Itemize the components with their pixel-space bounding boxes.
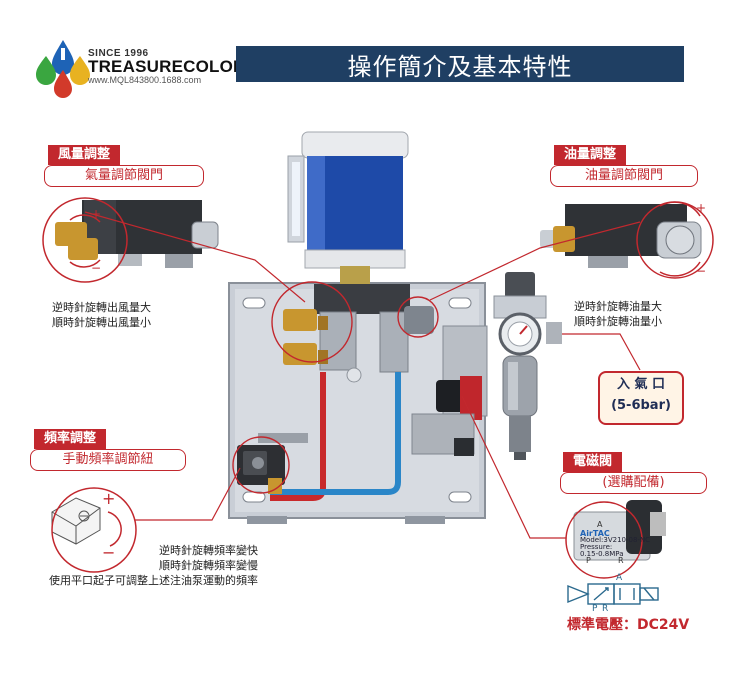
- oil-cw-arrow-icon: [659, 261, 701, 277]
- valve-symbol-icon: [567, 583, 659, 605]
- logo-site: www.MQL843800.1688.com: [88, 75, 202, 85]
- air-adjust-desc: 逆時針旋轉出風量大 順時針旋轉出風量小: [52, 300, 151, 330]
- plate-port-r: R: [618, 556, 624, 565]
- frequency-pointer-circle: [232, 436, 290, 494]
- oil-valve-detail: [540, 204, 702, 268]
- oil-adjust-desc: 逆時針旋轉油量大 順時針旋轉油量小: [574, 299, 662, 329]
- oil-valve-pointer-circle: [397, 296, 439, 338]
- air-valve-detail: [55, 200, 219, 268]
- frequency-highlight-circle: [51, 487, 137, 573]
- solenoid-valve-detail: [573, 500, 666, 561]
- logo-since: SINCE 1996: [88, 48, 149, 59]
- air-adjust-sub: 氣量調節閥門: [44, 165, 204, 187]
- solenoid-label-plate: AirTAC Model:3V210-08-NC Pressure: 0.15-…: [580, 530, 650, 558]
- solenoid-brand: AirTAC: [580, 529, 610, 538]
- air-minus-icon: −: [91, 261, 101, 275]
- frequency-adjust-tag: 頻率調整: [34, 429, 107, 449]
- freq-desc-line-1: 逆時針旋轉頻率變快: [159, 544, 258, 557]
- plate-port-a: A: [597, 520, 603, 529]
- oil-tank: [287, 131, 409, 286]
- air-cw-arrow-icon: [69, 259, 101, 268]
- blue-tube: [270, 372, 401, 495]
- symbol-port-p: P: [592, 604, 598, 614]
- oil-adjust-sub: 油量調節閥門: [550, 165, 698, 187]
- oil-ccw-arrow-icon: [659, 201, 701, 217]
- logo-icon: [36, 40, 90, 98]
- standard-voltage: 標準電壓：DC24V: [567, 617, 690, 633]
- freq-desc-line-2: 順時針旋轉頻率變慢: [159, 559, 258, 572]
- frequency-unit: [237, 433, 308, 494]
- air-valve-highlight-circle: [42, 197, 128, 283]
- air-inlet-box: 入 氣 口 (5-6bar): [598, 371, 684, 425]
- logo: SINCE 1996 TREASURECOLOR www.MQL843800.1…: [88, 48, 246, 85]
- frequency-adjust-sub: 手動頻率調節紐: [30, 449, 186, 471]
- plate-port-p: P: [586, 556, 591, 565]
- pump-manifold: [283, 284, 434, 383]
- freq-desc-line-3: 使用平口起子可調整上述注油泵運動的頻率: [49, 574, 258, 587]
- callout-lines: [84, 211, 641, 539]
- frequency-plus-icon: +: [102, 489, 115, 508]
- air-valve-pointer-circle: [271, 281, 353, 363]
- solenoid-tag: 電磁閥: [563, 452, 623, 472]
- frequency-adjust-desc: 逆時針旋轉頻率變快 順時針旋轉頻率變慢 使用平口起子可調整上述注油泵運動的頻率: [8, 543, 258, 588]
- solenoid-sub: (選購配備): [560, 472, 707, 494]
- oil-adjust-tag: 油量調整: [554, 145, 627, 165]
- solenoid-highlight-circle: [565, 501, 643, 579]
- solenoid-pressure-label: Pressure:: [580, 543, 613, 551]
- air-ccw-arrow-icon: [69, 214, 101, 223]
- air-adjust-tag: 風量調整: [48, 145, 121, 165]
- air-desc-line-2: 順時針旋轉出風量小: [52, 316, 151, 329]
- red-tube: [270, 372, 326, 501]
- page-title: 操作簡介及基本特性: [236, 46, 684, 82]
- frequency-rotate-arrow-icon: [107, 511, 122, 547]
- inlet-pressure: (5-6bar): [611, 398, 671, 413]
- logo-brand: TREASURECOLOR: [88, 57, 246, 76]
- frequency-knob-detail: [51, 497, 101, 545]
- oil-minus-icon: −: [696, 264, 706, 278]
- frequency-minus-icon: −: [102, 543, 115, 562]
- air-plus-icon: +: [91, 207, 101, 221]
- oil-plus-icon: +: [696, 201, 706, 215]
- solenoid-unit: [411, 325, 488, 456]
- inlet-label: 入 氣 口: [616, 377, 666, 392]
- filter-regulator: [493, 272, 562, 460]
- symbol-port-r: R: [602, 604, 609, 614]
- air-desc-line-1: 逆時針旋轉出風量大: [52, 301, 151, 314]
- symbol-port-a: A: [616, 573, 623, 583]
- solenoid-model: Model:3V210-08-NC: [580, 536, 651, 544]
- oil-desc-line-1: 逆時針旋轉油量大: [574, 300, 662, 313]
- solenoid-pressure-value: 0.15-0.8MPa: [580, 550, 624, 558]
- oil-desc-line-2: 順時針旋轉油量小: [574, 315, 662, 328]
